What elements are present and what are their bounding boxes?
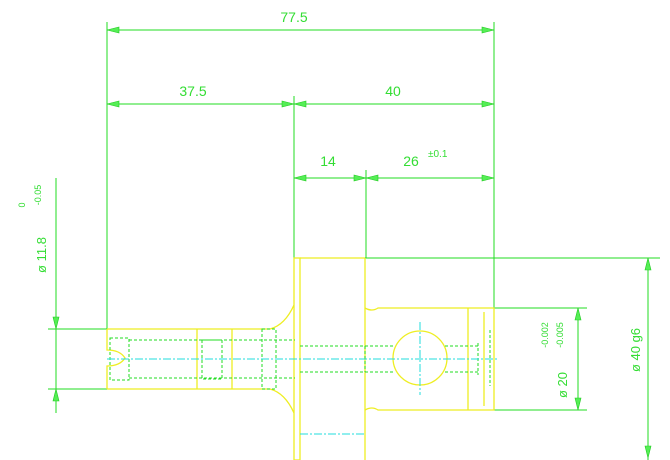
dimension-flange-diameter: ø 40 g6 [628, 257, 652, 460]
dimension-text: ø 20 [555, 372, 570, 398]
dimension-text: ø 40 g6 [628, 328, 643, 372]
tolerance-text: -0.005 [555, 322, 565, 348]
tolerance-text: 0 [17, 202, 27, 207]
dimension-text: 26 [403, 153, 419, 169]
dimension-text: 37.5 [179, 83, 206, 99]
extension-lines [48, 22, 660, 411]
dimension-left-diameter: ø 11.8 0 -0.05 [17, 178, 60, 413]
dimension-overall-length: 77.5 [106, 9, 495, 34]
tolerance-text: -0.05 [33, 185, 43, 206]
dimension-text: ø 11.8 [34, 237, 49, 273]
tolerance-text: ±0.1 [428, 149, 448, 160]
dimension-hole-position: 14 26 ±0.1 [293, 149, 495, 182]
dimension-text: 77.5 [280, 9, 307, 25]
dimension-right-diameter: ø 20 -0.002 -0.005 [540, 307, 582, 411]
tolerance-text: -0.002 [540, 322, 550, 348]
dimension-text: 14 [320, 153, 336, 169]
dimension-text: 40 [385, 83, 401, 99]
centerlines [107, 322, 497, 435]
dimension-left-right-lengths: 37.5 40 [106, 83, 495, 108]
